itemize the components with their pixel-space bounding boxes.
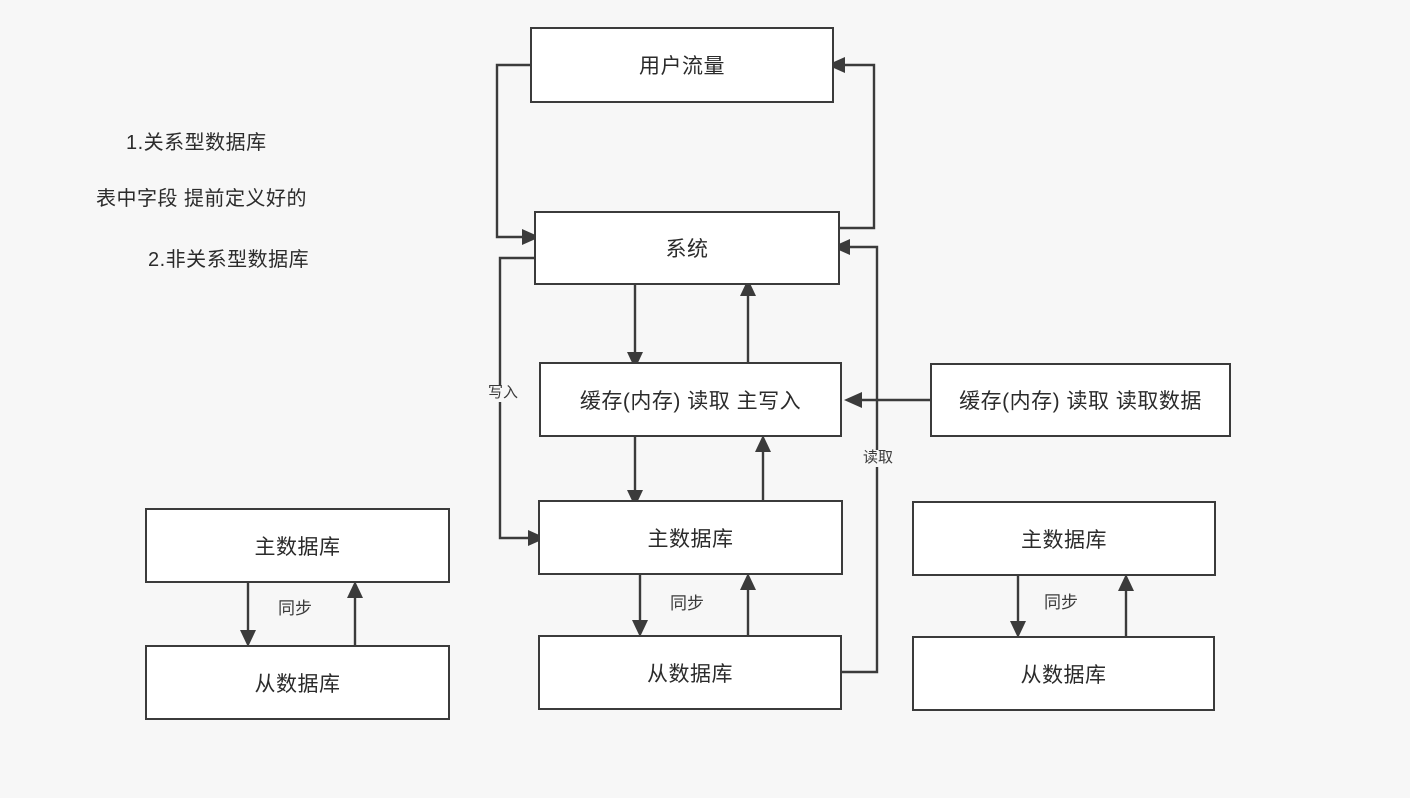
arrowhead-cache-to-master bbox=[627, 490, 643, 507]
edge-label-read: 读取 bbox=[861, 449, 896, 467]
edge-label-sync-mid: 同步 bbox=[668, 594, 706, 614]
node-user-traffic[interactable]: 用户流量 bbox=[530, 27, 834, 103]
arrowhead-system-to-user bbox=[827, 57, 845, 73]
arrowhead-system-write-master bbox=[528, 530, 546, 546]
node-right-master-db[interactable]: 主数据库 bbox=[912, 501, 1216, 576]
node-left-slave-db[interactable]: 从数据库 bbox=[145, 645, 450, 720]
connector-system-to-user bbox=[840, 63, 876, 230]
arrowhead-sync-right-down bbox=[1010, 621, 1026, 638]
arrowhead-sync-mid-up bbox=[740, 573, 756, 590]
edge-label-sync-left: 同步 bbox=[276, 599, 314, 619]
arrowhead-master-to-cache bbox=[755, 435, 771, 452]
node-mid-master-db[interactable]: 主数据库 bbox=[538, 500, 843, 575]
arrowhead-sync-right-up bbox=[1118, 574, 1134, 591]
note-non-relational-db: 2.非关系型数据库 bbox=[148, 249, 310, 271]
arrowhead-sync-left-down bbox=[240, 630, 256, 647]
arrowhead-sync-mid-down bbox=[632, 620, 648, 637]
node-system[interactable]: 系统 bbox=[534, 211, 840, 285]
edge-label-write: 写入 bbox=[486, 384, 521, 402]
note-relational-db: 1.关系型数据库 bbox=[126, 132, 267, 154]
arrowhead-slave-read-system bbox=[832, 239, 850, 255]
arrowhead-cache-to-system bbox=[740, 279, 756, 296]
node-cache-read[interactable]: 缓存(内存) 读取 读取数据 bbox=[930, 363, 1231, 437]
node-cache-write[interactable]: 缓存(内存) 读取 主写入 bbox=[539, 362, 842, 437]
arrowhead-user-to-system bbox=[522, 229, 540, 245]
connector-user-to-system bbox=[495, 63, 530, 239]
edge-label-sync-right: 同步 bbox=[1042, 593, 1080, 613]
arrowhead-sync-left-up bbox=[347, 581, 363, 598]
node-mid-slave-db[interactable]: 从数据库 bbox=[538, 635, 842, 710]
node-right-slave-db[interactable]: 从数据库 bbox=[912, 636, 1215, 711]
node-left-master-db[interactable]: 主数据库 bbox=[145, 508, 450, 583]
note-table-fields: 表中字段 提前定义好的 bbox=[96, 188, 308, 210]
arrowhead-system-to-cache bbox=[627, 352, 643, 369]
arrowhead-cacheread-to-cache bbox=[844, 392, 862, 408]
